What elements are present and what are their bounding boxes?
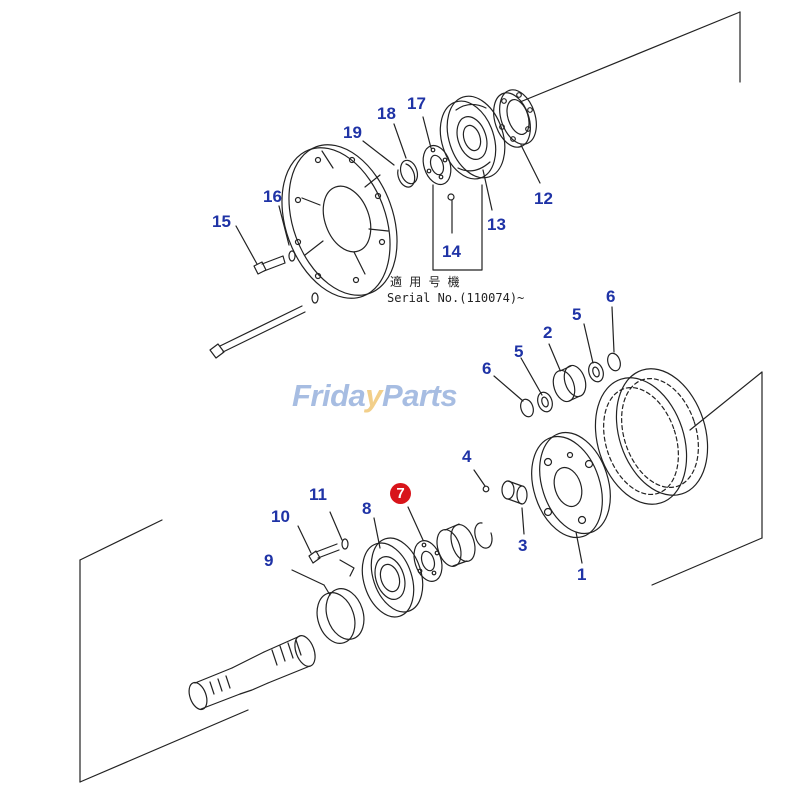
planet-gear-lower	[436, 523, 476, 567]
part-7-bearing	[413, 540, 443, 582]
label-7-highlighted: 7	[390, 483, 411, 504]
part-10-bolt	[308, 543, 340, 564]
label-11: 11	[309, 485, 327, 504]
part-8-housing	[361, 537, 424, 618]
part-18-ring	[399, 159, 419, 185]
label-17: 17	[407, 94, 426, 113]
label-19: 19	[343, 123, 362, 142]
output-shaft	[188, 635, 316, 711]
watermark-part1: Frida	[292, 378, 366, 413]
watermark-part3: Parts	[382, 378, 458, 413]
part-11-washer	[341, 538, 349, 550]
part-3-shaft	[501, 480, 528, 505]
long-tie-bolt	[209, 292, 319, 359]
label-16: 16	[263, 187, 282, 206]
part-19-snap-ring	[397, 163, 416, 188]
part-14-bracket	[432, 184, 483, 271]
label-14: 14	[442, 242, 461, 261]
part-1-carrier	[531, 431, 611, 539]
label-6-upper: 6	[606, 287, 616, 306]
part-16-washer	[288, 250, 296, 262]
watermark-logo: FridayParts	[292, 378, 458, 413]
ring-gear	[594, 368, 709, 505]
label-3: 3	[518, 536, 528, 555]
part-15-bolt	[253, 255, 286, 275]
label-2: 2	[543, 323, 553, 342]
part-13-cover	[439, 95, 506, 180]
label-6-lower: 6	[482, 359, 492, 378]
label-12: 12	[534, 189, 553, 208]
label-13: 13	[487, 215, 506, 234]
label-5-upper: 5	[572, 305, 582, 324]
label-10: 10	[271, 507, 290, 526]
label-1: 1	[577, 565, 587, 584]
label-18: 18	[377, 104, 396, 123]
watermark-part2: y	[365, 378, 383, 413]
part-9-collar	[316, 588, 365, 644]
serial-note-title: 適 用 号 機	[390, 275, 460, 289]
label-8: 8	[362, 499, 372, 518]
label-4: 4	[462, 447, 472, 466]
carrier-plate	[281, 144, 398, 299]
serial-note-number: Serial No.(110074)~	[387, 291, 525, 305]
part-17-bearing	[422, 144, 452, 186]
part-12-bearing	[493, 89, 537, 148]
part-2-gear	[552, 364, 587, 403]
frame-lines	[79, 11, 763, 783]
label-5-lower: 5	[514, 342, 524, 361]
label-9: 9	[264, 551, 274, 570]
label-15: 15	[212, 212, 231, 231]
